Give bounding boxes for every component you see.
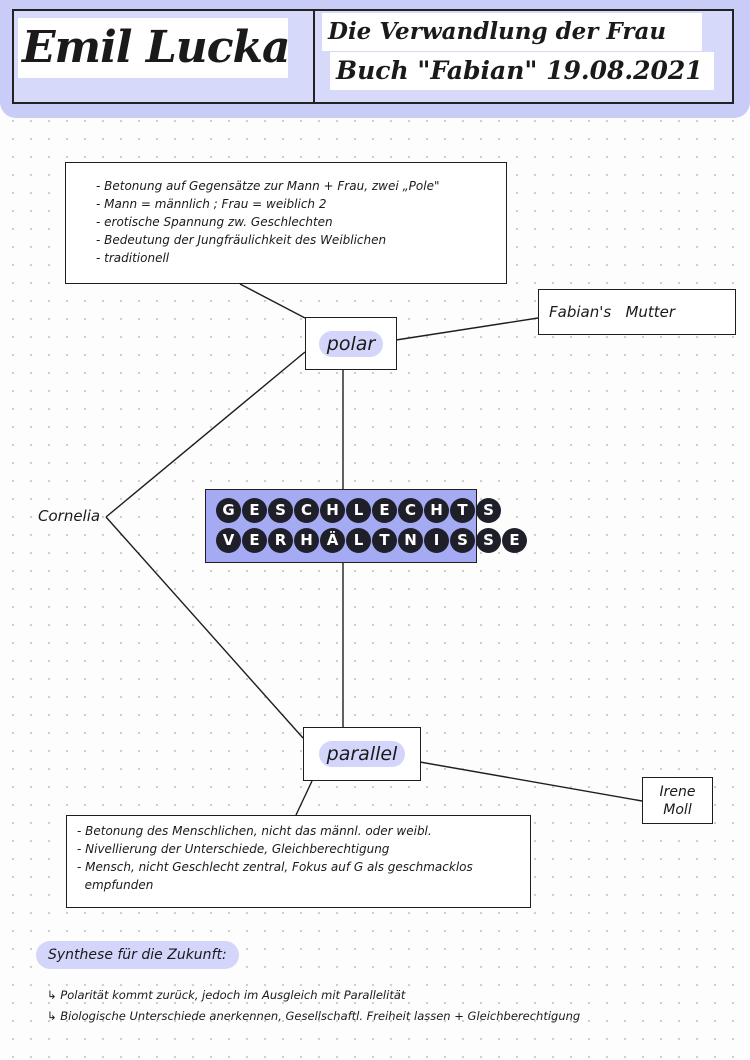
parallel-node[interactable]: parallel	[303, 727, 421, 781]
line-cornelia-parallel	[105, 516, 304, 739]
synthese-line: ↳ Polarität kommt zurück, jedoch im Ausg…	[47, 988, 406, 1002]
parallel-note: empfunden	[77, 878, 154, 892]
center-letter: E	[242, 497, 267, 523]
parallel-note: - Nivellierung der Unterschiede, Gleichb…	[77, 842, 390, 856]
center-letter: L	[346, 527, 371, 553]
polar-node[interactable]: polar	[305, 317, 397, 370]
irene-label: Irene	[659, 783, 696, 800]
polar-label: polar	[318, 330, 384, 357]
line-polar-fabian	[395, 317, 539, 341]
center-letter: H	[320, 497, 345, 523]
synthese-title: Synthese für die Zukunft:	[36, 941, 239, 969]
synthese-line: ↳ Biologische Unterschiede anerkennen, G…	[47, 1009, 581, 1023]
center-letter: S	[476, 527, 501, 553]
moll-label: Moll	[663, 801, 692, 818]
polar-note: - Mann = männlich ; Frau = weiblich 2	[96, 197, 327, 211]
polar-note: - Betonung auf Gegensätze zur Mann + Fra…	[96, 179, 440, 193]
header-title: Die Verwandlung der Frau	[322, 13, 702, 51]
polar-note: - Bedeutung der Jungfräulichkeit des Wei…	[96, 233, 387, 247]
center-letter: G	[216, 497, 241, 523]
center-letter: S	[268, 497, 293, 523]
center-letter: S	[476, 497, 501, 523]
center-letter: T	[450, 497, 475, 523]
fabian-mutter-node[interactable]: Fabian's Mutter	[538, 289, 736, 335]
line-parallel-notes	[295, 780, 313, 816]
center-letter: V	[216, 527, 241, 553]
polar-note: - erotische Spannung zw. Geschlechten	[96, 215, 333, 229]
header-band: Emil Lucka Die Verwandlung der Frau Buch…	[0, 0, 750, 118]
parallel-notes-box: - Betonung des Menschlichen, nicht das m…	[66, 815, 531, 908]
polar-note: - traditionell	[96, 251, 170, 265]
center-letter: Ä	[320, 527, 345, 553]
line-parallel-irene	[419, 761, 643, 802]
line-polar-cornelia	[105, 351, 306, 518]
header-subtitle: Buch "Fabian" 19.08.2021	[330, 52, 714, 90]
center-letter: H	[424, 497, 449, 523]
center-letter: H	[294, 527, 319, 553]
polar-notes-box: - Betonung auf Gegensätze zur Mann + Fra…	[65, 162, 507, 284]
header-divider	[313, 11, 315, 102]
center-letter: E	[242, 527, 267, 553]
center-letter: R	[268, 527, 293, 553]
parallel-label: parallel	[318, 741, 406, 767]
center-letter: C	[294, 497, 319, 523]
center-letter: N	[398, 527, 423, 553]
center-letter: E	[502, 527, 527, 553]
author-name: Emil Lucka	[18, 18, 291, 78]
center-letter: C	[398, 497, 423, 523]
parallel-note: - Betonung des Menschlichen, nicht das m…	[77, 824, 432, 838]
line-polarnotes-polar	[239, 283, 306, 319]
center-letter: L	[346, 497, 371, 523]
irene-moll-node[interactable]: Irene Moll	[642, 777, 713, 824]
fabian-mutter-label: Fabian's Mutter	[549, 303, 676, 321]
center-letter: T	[372, 527, 397, 553]
center-letter: E	[372, 497, 397, 523]
parallel-note: - Mensch, nicht Geschlecht zentral, Foku…	[77, 860, 473, 874]
cornelia-label[interactable]: Cornelia	[38, 507, 101, 525]
center-letter: S	[450, 527, 475, 553]
center-letter: I	[424, 527, 449, 553]
